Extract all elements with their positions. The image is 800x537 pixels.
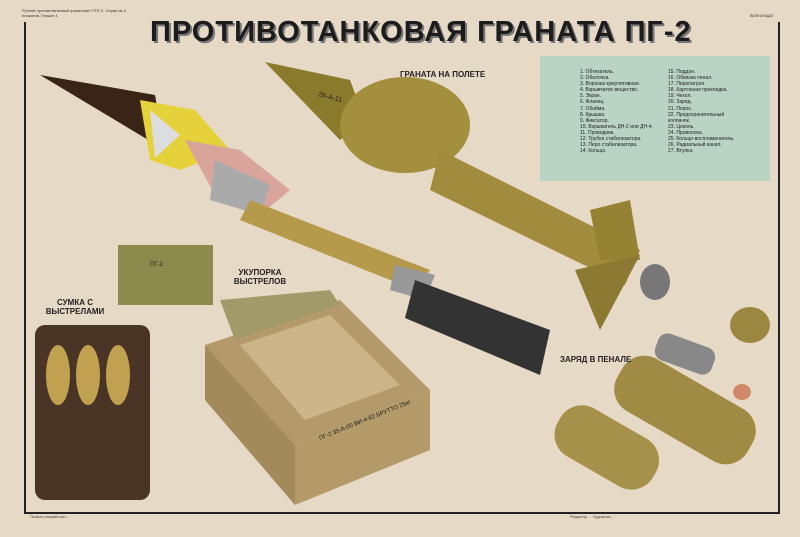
legend-item: 27. Втулка. xyxy=(668,148,694,155)
caption-packing: УКУПОРКА ВЫСТРЕЛОВ xyxy=(233,268,287,286)
legend-item: 9. Фиксатор. xyxy=(580,117,609,124)
box-label: ПГ-2 xyxy=(150,262,164,268)
legend-item: 11. Проводник. xyxy=(580,129,615,136)
ammo-bag xyxy=(35,325,150,500)
caption-flight: ГРАНАТА НА ПОЛЕТЕ xyxy=(400,70,486,79)
ammo-box-open xyxy=(205,290,430,505)
legend-item: 16. Обвязка пенал. xyxy=(668,75,713,82)
cutaway-grenade xyxy=(40,75,550,375)
legend-item: 21. Порох. xyxy=(668,105,693,112)
poster-frame xyxy=(24,22,780,514)
legend-item: 26. Радиальный канал. xyxy=(668,142,722,149)
legend-item: 3. Воронка кумулятивная. xyxy=(580,81,641,88)
ammo-box-small: ПГ-2 xyxy=(118,245,213,305)
publisher-note: ВОЕНИЗДАТ xyxy=(749,13,774,18)
legend-item: 13. Перо стабилизатора. xyxy=(580,142,638,149)
legend-item: 2. Оболочка. xyxy=(580,75,610,82)
legend-item: 12. Трубка стабилизатора. xyxy=(580,136,642,143)
legend-item: 25. Кольцо-воспламенитель. xyxy=(668,136,735,143)
legend-item: 17. Пиропатрон. xyxy=(668,81,706,88)
legend-item: 4. Взрывчатое вещество. xyxy=(580,87,639,94)
footer-left: Плакат разработан ... xyxy=(30,514,71,519)
legend-item: 8. Крышка. xyxy=(580,111,606,118)
legend-item: 19. Чехол. xyxy=(668,93,692,100)
legend-item: 14. Кольцо. xyxy=(580,148,607,155)
legend-right-column: 15. Поддон. 16. Обвязка пенал. 17. Пироп… xyxy=(668,69,743,154)
legend-item: 24. Проволока. xyxy=(668,129,703,136)
charge-parts xyxy=(554,307,770,490)
legend-item: 1. Обтекатель. xyxy=(580,69,615,75)
caption-charge: ЗАРЯД В ПЕНАЛЕ xyxy=(560,355,632,364)
legend-item: 5. Экран. xyxy=(580,93,602,100)
legend-item: 7. Обойма. xyxy=(580,105,606,112)
series-note: Ручной противотанковый гранатомёт РПГ-2.… xyxy=(22,8,126,18)
caption-bag: СУМКА С ВЫСТРЕЛАМИ xyxy=(45,298,105,316)
legend-item: 20. Заряд. xyxy=(668,99,692,106)
parts-legend: 1. Обтекатель. 2. Оболочка. 3. Воронка к… xyxy=(540,56,770,181)
legend-item: 10. Взрыватель ДН-2 или ДН-4. xyxy=(580,123,653,130)
legend-item: 18. Картонная прокладка. xyxy=(668,87,728,94)
legend-item: 23. Цоколь. xyxy=(668,123,695,130)
flight-grenade: 26-А-11 xyxy=(265,62,670,330)
legend-item: 6. Фланец. xyxy=(580,99,605,106)
legend-left-column: 1. Обтекатель. 2. Оболочка. 3. Воронка к… xyxy=(580,69,665,154)
poster-title: ПРОТИВОТАНКОВАЯ ГРАНАТА ПГ-2 xyxy=(150,15,692,49)
legend-item: 15. Поддон. xyxy=(668,69,696,75)
footer-right: Редактор ... Художник ... xyxy=(570,514,616,519)
legend-item: 22. Предохранительный колпачок. xyxy=(668,111,725,124)
